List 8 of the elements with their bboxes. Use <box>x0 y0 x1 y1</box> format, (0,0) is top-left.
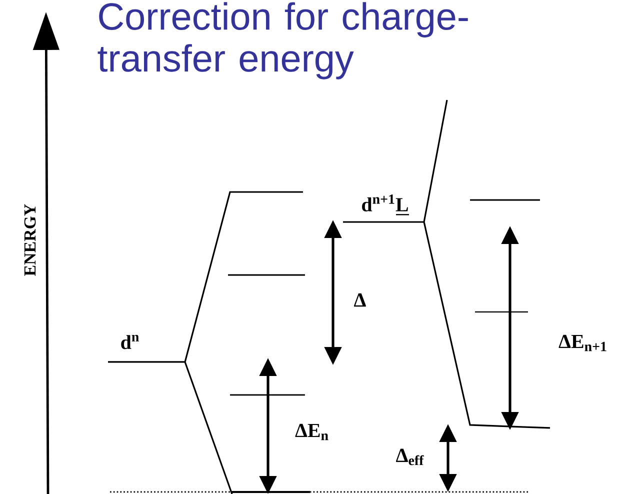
symbol-label: ΔE$_{n+1}$ <box>558 334 606 352</box>
symbol-label: ΔE$_{n}$ <box>295 424 328 440</box>
level-label: d$^{n+1}$L <box>362 194 408 212</box>
symbol-label: Δ$_{eff}$ <box>396 448 424 466</box>
diagram-title: Correction for charge-transfer energy <box>98 2 468 80</box>
symbol-label: Δ <box>354 293 366 307</box>
level-label: d$^{n}$ <box>121 334 139 350</box>
energy-label: ENERGY <box>24 204 36 276</box>
